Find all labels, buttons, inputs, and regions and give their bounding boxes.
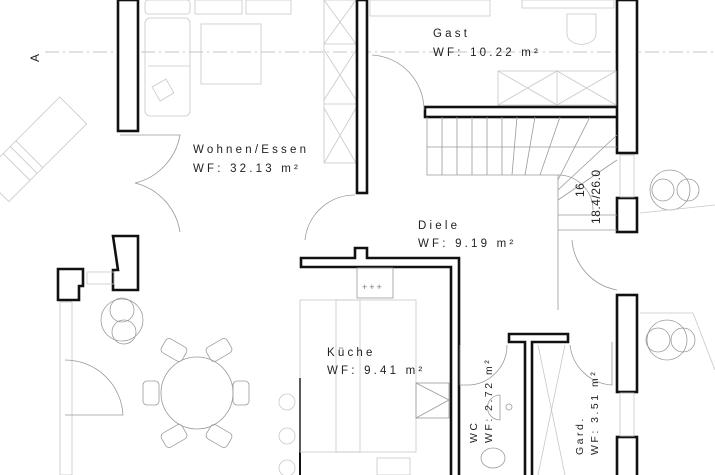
door-swing: [569, 342, 613, 386]
window: [86, 271, 115, 285]
wall: [615, 196, 639, 234]
section-marker: A: [28, 54, 42, 62]
door-swing: [571, 239, 618, 291]
wall: [615, 435, 639, 475]
wall: [423, 105, 620, 119]
desk: [521, 0, 615, 9]
dining-table: [142, 338, 250, 448]
wardrobe: [497, 70, 617, 106]
plant: [645, 319, 696, 361]
stove: +++: [356, 267, 394, 299]
room-name-gast: Gast: [433, 28, 470, 40]
room-area-diele: WF: 9.19 m²: [418, 238, 516, 250]
wall: [111, 234, 140, 292]
chair: [566, 13, 597, 45]
terrace-edge: [639, 204, 715, 214]
door-swing: [459, 344, 508, 386]
door-swing: [304, 194, 356, 241]
wall: [355, 0, 369, 195]
door-swing: [371, 54, 425, 111]
room-name-wohnen: Wohnen/Essen: [193, 144, 309, 156]
bar-stools: [278, 393, 296, 475]
cabinet: [323, 0, 357, 164]
room-area-kueche: WF: 9.41 m²: [327, 365, 425, 377]
room-name-diele: Diele: [418, 220, 460, 232]
bed: [369, 0, 491, 17]
plant: [100, 297, 144, 345]
sink: [376, 457, 411, 475]
svg-text:+++: +++: [362, 282, 384, 292]
room-area-gast: WF: 10.22 m²: [433, 47, 541, 59]
coffee-table: [200, 23, 262, 85]
wall: [116, 0, 140, 133]
room-name-kueche: Küche: [327, 347, 376, 359]
room-area-gard: WF: 3.51 m²: [589, 370, 601, 455]
door-swing: [120, 134, 181, 184]
sofa: [144, 0, 292, 117]
room-area-wohnen: WF: 32.13 m²: [193, 163, 301, 175]
staircase: [426, 116, 618, 310]
room-name-wc: WC: [468, 421, 480, 444]
toilet: [480, 447, 506, 469]
wall: [615, 0, 639, 155]
door-swing: [64, 359, 124, 416]
window: [619, 392, 635, 437]
window: [59, 301, 73, 475]
kitchen-counter: [335, 299, 417, 453]
plant: [649, 169, 700, 211]
wall: [507, 332, 570, 475]
washbasin: [487, 394, 513, 421]
stair-dimensions: 18.4/26.0: [589, 169, 603, 224]
kitchen-island: [299, 299, 361, 453]
room-area-wc: WF: 2.72 m²: [483, 358, 495, 443]
closet: [537, 344, 566, 475]
terrace-edge: [640, 312, 715, 371]
window: [619, 154, 635, 198]
stair-step-count: 16: [573, 183, 587, 197]
sun-lounger: [0, 96, 88, 203]
fridge: [415, 382, 450, 419]
wall: [615, 293, 639, 394]
door-swing: [134, 182, 181, 233]
kitchen-wall: [299, 246, 461, 475]
room-name-gard: Gard.: [574, 416, 586, 455]
wall: [56, 267, 85, 302]
